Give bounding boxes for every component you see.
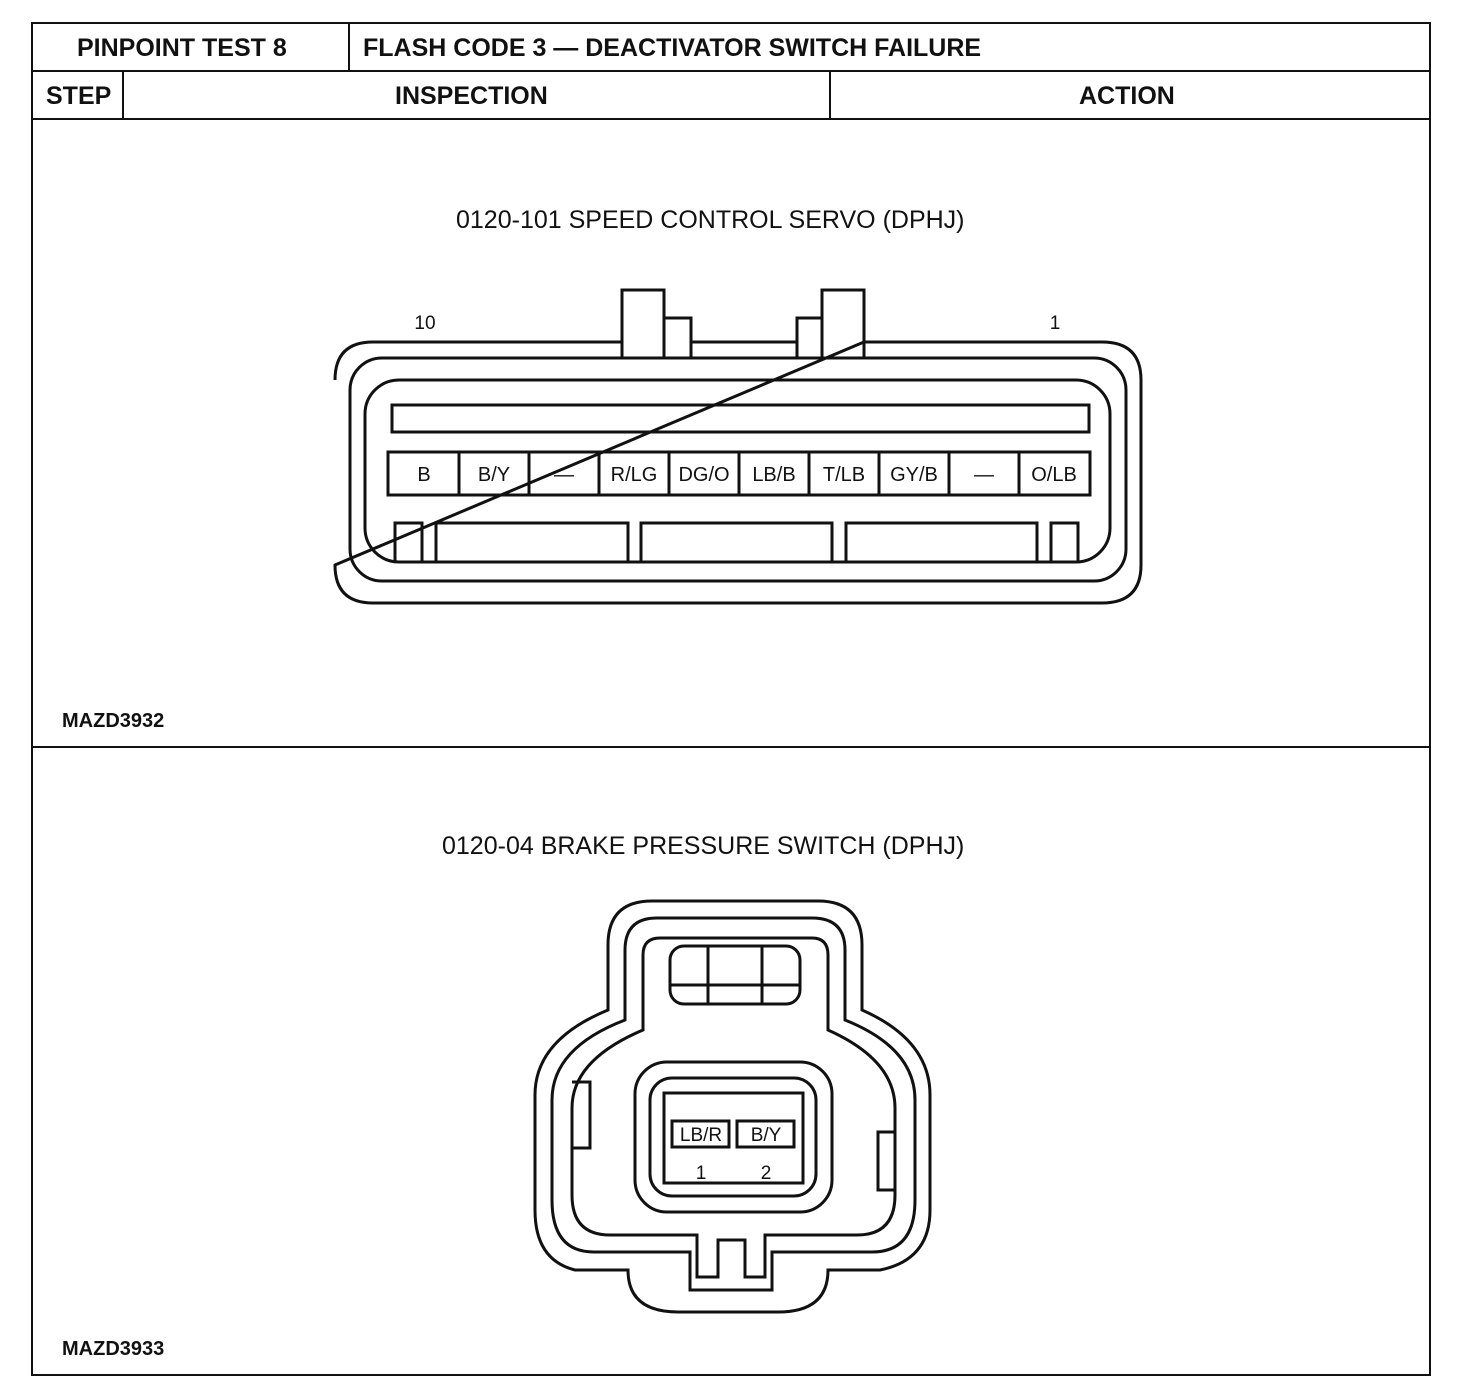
brake-switch-pin-number: 1 <box>696 1163 707 1184</box>
figure2-code: MAZD3933 <box>62 1338 165 1360</box>
inspection-column-header: INSPECTION <box>395 82 548 110</box>
servo-terminal-label: DG/O <box>678 464 729 486</box>
servo-terminal-label: O/LB <box>1031 464 1077 486</box>
speed-control-servo-connector <box>333 288 1143 605</box>
servo-terminal-label: B/Y <box>478 464 510 486</box>
servo-terminal-label: GY/B <box>890 464 938 486</box>
brake-switch-terminal-label: LB/R <box>680 1125 722 1146</box>
header-divider <box>33 70 1429 72</box>
figure1-code: MAZD3932 <box>62 710 165 732</box>
servo-terminal-label: — <box>974 464 994 486</box>
step-column-header: STEP <box>46 82 112 110</box>
servo-terminal-label: T/LB <box>823 464 865 486</box>
servo-terminal-label: — <box>554 464 574 486</box>
step-divider <box>122 70 124 118</box>
action-column-header: ACTION <box>1079 82 1175 110</box>
brake-pressure-switch-title: 0120-04 BRAKE PRESSURE SWITCH (DPHJ) <box>442 832 965 860</box>
pinpoint-test-table: PINPOINT TEST 8 FLASH CODE 3 — DEACTIVAT… <box>31 22 1431 1376</box>
servo-terminal-labels: B B/Y — R/LG DG/O LB/B T/LB GY/B — O/LB <box>417 464 1076 486</box>
title-divider <box>348 24 350 70</box>
action-divider <box>829 70 831 118</box>
servo-terminal-label: R/LG <box>611 464 658 486</box>
column-header-divider <box>33 118 1429 120</box>
figure-divider <box>33 746 1429 748</box>
brake-switch-terminal-label: B/Y <box>751 1125 782 1146</box>
servo-terminal-label: B <box>417 464 430 486</box>
pin-number-1: 1 <box>1050 313 1061 334</box>
speed-control-servo-title: 0120-101 SPEED CONTROL SERVO (DPHJ) <box>456 206 965 234</box>
pin-number-10: 10 <box>414 313 435 334</box>
brake-switch-pin-number: 2 <box>761 1163 772 1184</box>
brake-pressure-switch-connector <box>533 899 932 1314</box>
servo-terminal-label: LB/B <box>752 464 795 486</box>
pinpoint-test-title: FLASH CODE 3 — DEACTIVATOR SWITCH FAILUR… <box>363 34 982 62</box>
pinpoint-test-label: PINPOINT TEST 8 <box>77 34 287 62</box>
